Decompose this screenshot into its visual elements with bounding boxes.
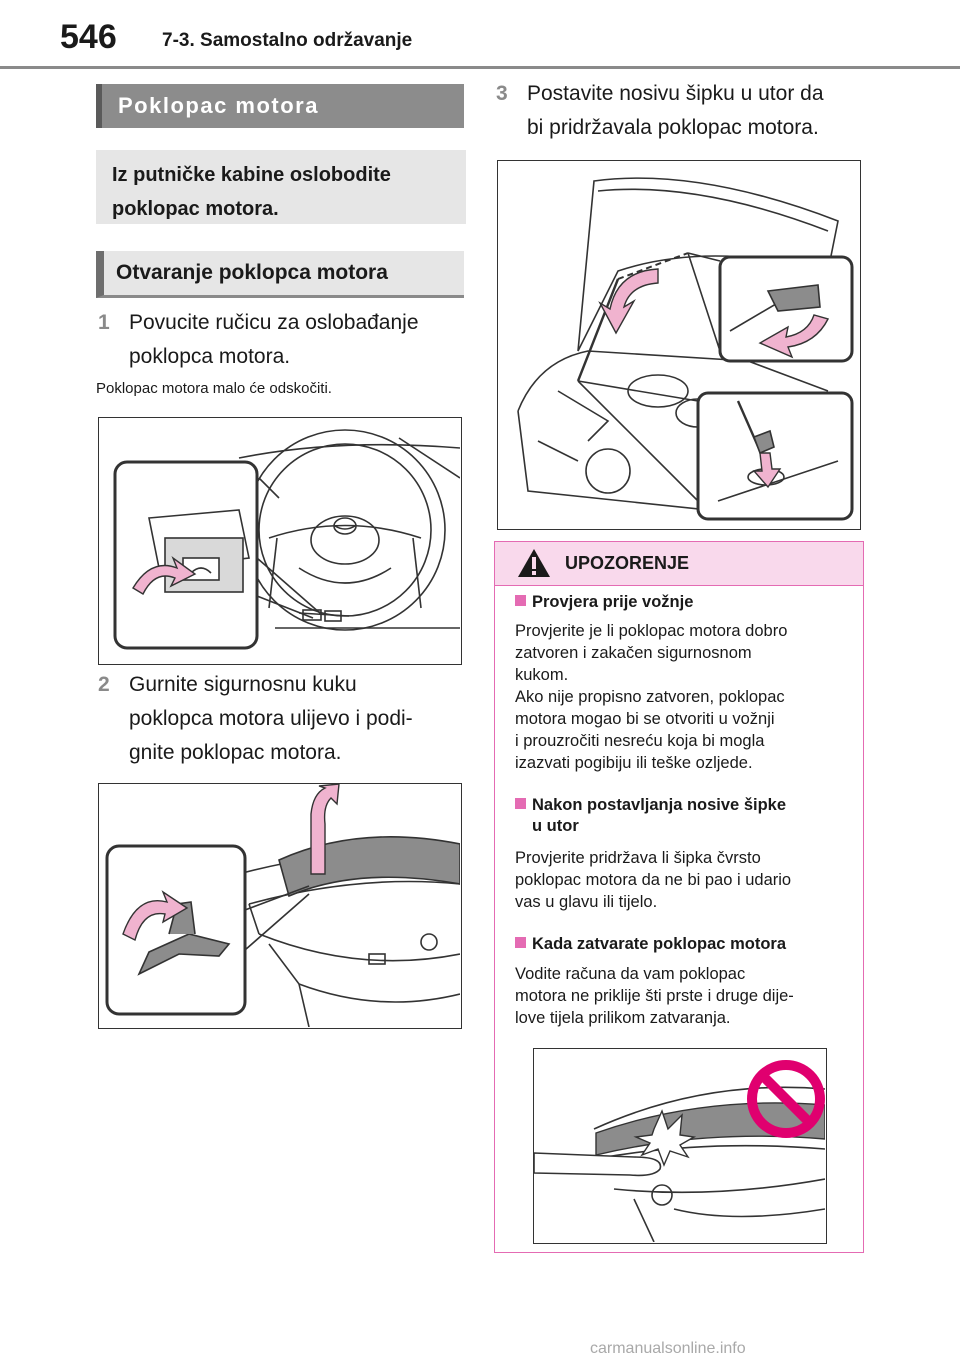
caption-1: Poklopac motora malo će odskočiti.: [96, 380, 332, 397]
watermark: carmanualsonline.info: [590, 1340, 746, 1357]
warning-item-heading-1: Provjera prije vožnje: [515, 592, 693, 613]
warning-header: UPOZORENJE: [495, 542, 863, 586]
warning-item-body-1: Provjerite je li poklopac motora dobro z…: [515, 622, 788, 772]
step-3-number: 3: [496, 82, 508, 105]
step-2-number: 2: [98, 673, 110, 696]
step-3: 3 Postavite nosivu šipku u utor da bi pr…: [496, 77, 896, 149]
step-1: 1 Povucite ručicu za oslobađanje poklopc…: [98, 306, 468, 378]
bullet-square-icon: [515, 798, 526, 809]
bullet-square-icon: [515, 595, 526, 606]
step-3-text: Postavite nosivu šipku u utor da bi prid…: [527, 82, 824, 139]
warning-title: UPOZORENJE: [565, 553, 690, 573]
figure-hood-release-lever: [98, 417, 462, 665]
note-text: Iz putničke kabine oslobodite poklopac m…: [112, 164, 391, 220]
safety-catch-illustration: [105, 784, 460, 1027]
note-box: Iz putničke kabine oslobodite poklopac m…: [96, 150, 466, 224]
pinch-warning-illustration: [534, 1060, 825, 1242]
step-2-text: Gurnite sigurnosnu kuku poklopca motora …: [129, 673, 413, 764]
step-1-number: 1: [98, 311, 110, 334]
warning-item-body-2: Provjerite pridržava li šipka čvrsto pok…: [515, 849, 792, 911]
step-1-text: Povucite ručicu za oslobađanje poklopca …: [129, 311, 419, 368]
support-rod-illustration: [517, 177, 854, 521]
main-heading: Poklopac motora: [96, 84, 464, 128]
sub-heading: Otvaranje poklopca motora: [96, 251, 464, 298]
warning-item-heading-2: Nakon postavljanja nosive šipke u utor: [515, 795, 786, 837]
hood-release-illustration: [113, 429, 460, 650]
figure-pinch-warning: [533, 1048, 827, 1244]
bullet-square-icon: [515, 937, 526, 948]
warning-item-heading-3: Kada zatvarate poklopac motora: [515, 934, 786, 955]
page-number: 546: [60, 18, 117, 56]
figure-hood-support-rod: [497, 160, 861, 530]
warning-triangle-icon: [518, 549, 550, 577]
section-title: 7-3. Samostalno održavanje: [162, 30, 413, 51]
figure-hood-safety-catch: [98, 783, 462, 1029]
header-rule: [0, 66, 960, 69]
step-2: 2 Gurnite sigurnosnu kuku poklopca motor…: [98, 668, 468, 778]
warning-box: UPOZORENJE Provjera prije vožnje Provjer…: [494, 541, 864, 1253]
warning-item-body-3: Vodite računa da vam poklopac motora ne …: [515, 965, 794, 1027]
